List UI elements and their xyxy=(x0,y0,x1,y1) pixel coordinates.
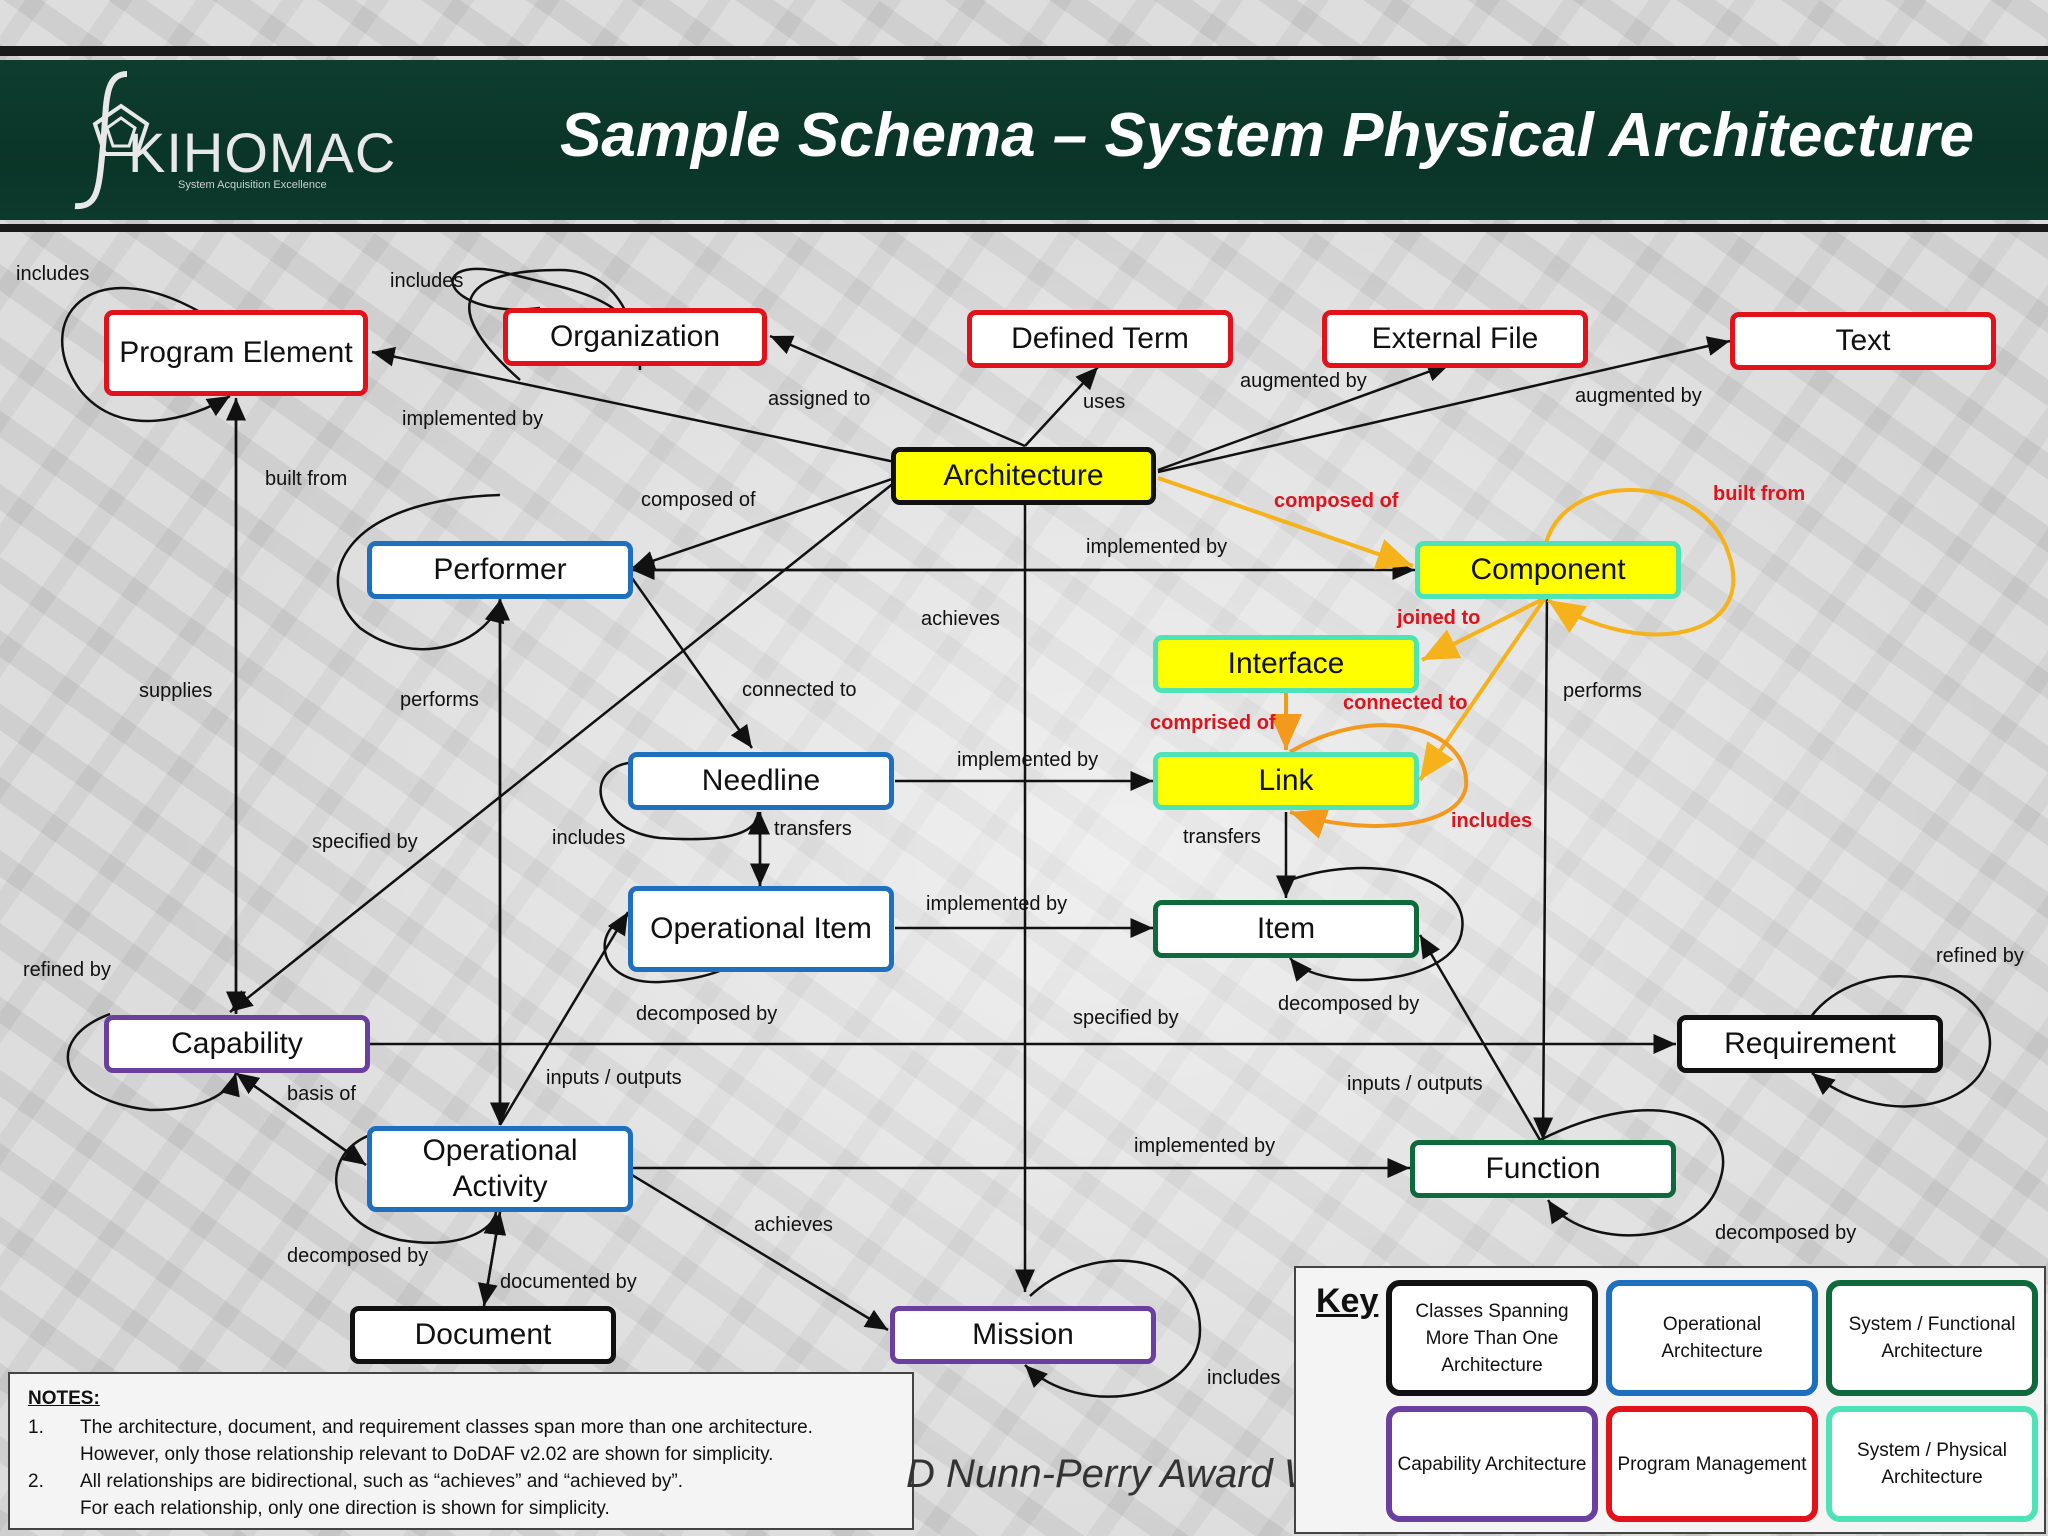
edge-label: connected to xyxy=(742,679,857,701)
notes-panel: NOTES: 1. The architecture, document, an… xyxy=(8,1372,914,1530)
edge-label: connected to xyxy=(1343,692,1468,714)
key-item-spanning: Classes Spanning More Than One Architect… xyxy=(1386,1280,1598,1396)
edge-label: built from xyxy=(1713,483,1806,505)
node-operational-activity[interactable]: Operational Activity xyxy=(367,1126,633,1212)
node-mission[interactable]: Mission xyxy=(890,1306,1156,1364)
edge-label: decomposed by xyxy=(1715,1222,1857,1244)
node-document[interactable]: Document xyxy=(350,1306,616,1364)
edge-label: assigned to xyxy=(768,388,871,410)
node-item[interactable]: Item xyxy=(1153,900,1419,958)
key-title: Key xyxy=(1316,1282,1379,1320)
background-watermark-text: D Nunn-Perry Award W xyxy=(906,1452,1296,1496)
node-defined-term[interactable]: Defined Term xyxy=(967,310,1233,368)
logo-tagline: System Acquisition Excellence xyxy=(178,179,327,191)
edge-label: transfers xyxy=(1183,826,1261,848)
edge-label: implemented by xyxy=(1134,1135,1276,1157)
edge-label: transfers xyxy=(774,818,852,840)
key-item-system-physical: System / Physical Architecture xyxy=(1826,1406,2038,1522)
edge-label: includes xyxy=(1207,1367,1281,1389)
node-text[interactable]: Text xyxy=(1730,312,1996,370)
edge-label: implemented by xyxy=(926,893,1068,915)
edge-label: performs xyxy=(1563,680,1642,702)
key-item-capability: Capability Architecture xyxy=(1386,1406,1598,1522)
header-banner xyxy=(0,60,2048,220)
legend-key: Key Classes Spanning More Than One Archi… xyxy=(1294,1266,2046,1534)
note-item-continued: However, only those relationship relevan… xyxy=(80,1444,774,1465)
edge-label: composed of xyxy=(1274,490,1399,512)
key-item-program-management: Program Management xyxy=(1606,1406,1818,1522)
node-operational-item[interactable]: Operational Item xyxy=(628,886,894,972)
top-rule xyxy=(0,46,2048,56)
note-item: 1. The architecture, document, and requi… xyxy=(28,1417,813,1438)
edge-label: uses xyxy=(1083,391,1126,413)
edge-label: refined by xyxy=(1936,945,2024,967)
note-item-continued: For each relationship, only one directio… xyxy=(80,1498,610,1519)
edge-label: composed of xyxy=(641,489,756,511)
edge-label: decomposed by xyxy=(287,1245,429,1267)
page-title: Sample Schema – System Physical Architec… xyxy=(560,101,1975,170)
node-function[interactable]: Function xyxy=(1410,1140,1676,1198)
note-item: 2. All relationships are bidirectional, … xyxy=(28,1471,684,1492)
edge-label: inputs / outputs xyxy=(1347,1073,1483,1095)
node-interface[interactable]: Interface xyxy=(1153,635,1419,693)
edge-label: decomposed by xyxy=(1278,993,1420,1015)
edge-label: documented by xyxy=(500,1271,637,1293)
edge-label: implemented by xyxy=(402,408,544,430)
edge-label: augmented by xyxy=(1240,370,1367,392)
key-item-system-functional: System / Functional Architecture xyxy=(1826,1280,2038,1396)
notes-heading: NOTES: xyxy=(28,1388,100,1409)
edge-label: includes xyxy=(1451,810,1533,832)
edge-label: built from xyxy=(265,468,348,490)
edge-label: achieves xyxy=(921,608,1000,630)
edge-label: achieves xyxy=(754,1214,833,1236)
node-program-element[interactable]: Program Element xyxy=(104,310,368,396)
edge-label: inputs / outputs xyxy=(546,1067,682,1089)
node-performer[interactable]: Performer xyxy=(367,541,633,599)
edge-label: performs xyxy=(400,689,479,711)
node-organization[interactable]: Organization xyxy=(503,308,767,366)
node-capability[interactable]: Capability xyxy=(104,1015,370,1073)
node-component[interactable]: Component xyxy=(1415,541,1681,599)
node-requirement[interactable]: Requirement xyxy=(1677,1015,1943,1073)
kihomac-logo-icon xyxy=(74,71,150,210)
edge-label: basis of xyxy=(287,1083,356,1105)
edge-label: includes xyxy=(16,263,90,285)
edge-label: joined to xyxy=(1397,607,1481,629)
edge-label: comprised of xyxy=(1150,712,1276,734)
logo-text: KIHOMAC xyxy=(128,121,397,184)
edge-label: specified by xyxy=(1073,1007,1179,1029)
edge-label: implemented by xyxy=(957,749,1099,771)
node-needline[interactable]: Needline xyxy=(628,752,894,810)
edge-label: decomposed by xyxy=(636,1003,778,1025)
edge-label: implemented by xyxy=(1086,536,1228,558)
node-architecture[interactable]: Architecture xyxy=(891,447,1156,505)
node-link[interactable]: Link xyxy=(1153,752,1419,810)
edge-label: refined by xyxy=(23,959,111,981)
bottom-rule xyxy=(0,224,2048,232)
edge-label: supplies xyxy=(139,680,213,702)
edge-label: augmented by xyxy=(1575,385,1702,407)
node-external-file[interactable]: External File xyxy=(1322,310,1588,368)
edge-label: includes xyxy=(552,827,626,849)
edge-label: includes xyxy=(390,270,464,292)
key-item-operational: Operational Architecture xyxy=(1606,1280,1818,1396)
edge-label: specified by xyxy=(312,831,418,853)
